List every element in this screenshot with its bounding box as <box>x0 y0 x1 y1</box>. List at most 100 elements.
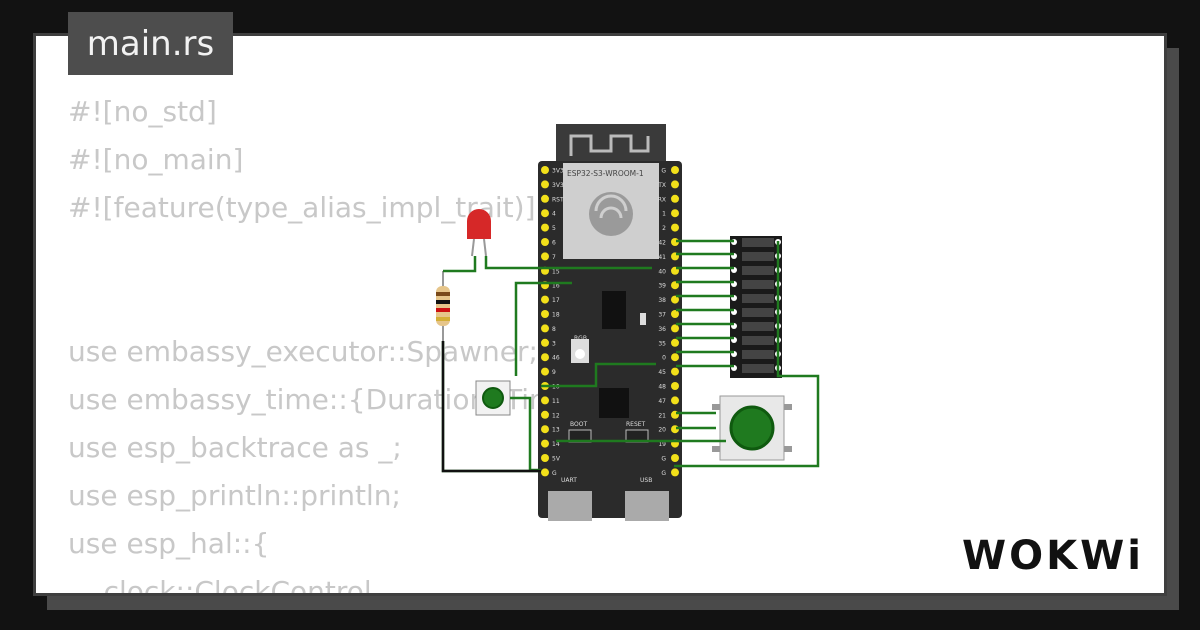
right-pin <box>671 310 679 318</box>
small-button-cap[interactable] <box>482 387 504 409</box>
right-pin <box>671 338 679 347</box>
rgb-label: RGB <box>574 335 587 342</box>
bar-segment <box>742 252 774 261</box>
left-pin <box>541 439 549 448</box>
right-pin <box>671 396 679 405</box>
usb-label: USB <box>640 477 652 484</box>
left-pin-label: 15 <box>552 268 560 275</box>
left-pin-label: 46 <box>552 355 560 362</box>
left-pin <box>541 238 549 246</box>
right-pin <box>671 166 679 174</box>
code-line: use embassy_executor::Spawner; <box>68 335 538 368</box>
left-pin-label: 9 <box>552 369 556 376</box>
wokwi-logo: WOKWi <box>962 533 1144 579</box>
code-line: use esp_println::println; <box>68 479 401 512</box>
bar-segment <box>742 336 774 345</box>
right-pin <box>671 353 679 362</box>
bar-segment <box>742 294 774 303</box>
left-pin-label: 5 <box>552 225 556 232</box>
right-pin-label: G <box>661 168 666 175</box>
right-pin-label: 38 <box>658 297 666 304</box>
uart-port <box>548 491 592 521</box>
left-pin-label: 13 <box>552 427 560 434</box>
code-preview: #![no_std] #![no_main] #![feature(type_ali… <box>68 88 612 596</box>
reset-label: RESET <box>626 421 646 428</box>
left-pin-label: 18 <box>552 312 560 319</box>
left-pin <box>541 194 549 203</box>
right-pin-label: 42 <box>658 240 666 247</box>
left-pin <box>541 410 549 419</box>
circuit-diagram: ESP32-S3-WROOM-1 RGB BOOT RESET UART USB… <box>436 124 820 521</box>
right-pin-label: 48 <box>658 384 666 391</box>
right-pin-label: G <box>661 456 666 463</box>
left-pin-label: 16 <box>552 283 560 290</box>
left-pin <box>541 310 549 318</box>
right-pin-label: 20 <box>658 427 666 434</box>
left-pin <box>541 223 549 232</box>
left-pin <box>541 166 549 174</box>
right-pin-label: 40 <box>658 268 666 275</box>
code-line: use esp_backtrace as _; <box>68 431 402 464</box>
code-line: clock::ClockControl, <box>68 575 381 596</box>
right-pin-label: 41 <box>658 254 666 261</box>
left-pin <box>541 209 549 218</box>
right-pin-label: G <box>661 470 666 477</box>
right-pin-label: 1 <box>662 211 666 218</box>
left-pin-label: 4 <box>552 211 556 218</box>
pushbutton-cap[interactable] <box>729 405 775 451</box>
bar-segment <box>742 364 774 373</box>
espressif-icon <box>589 192 633 236</box>
right-pin-label: 45 <box>658 369 666 376</box>
left-pin-label: 5V <box>552 456 561 463</box>
left-pin <box>541 353 549 362</box>
left-pin-label: 3V3 <box>552 168 564 175</box>
left-pin <box>541 396 549 405</box>
left-pin-label: 11 <box>552 398 560 405</box>
right-pin-label: 37 <box>658 312 666 319</box>
right-pin <box>671 209 679 218</box>
right-pin-label: 2 <box>662 225 666 232</box>
bar-segment <box>742 280 774 289</box>
right-pin <box>671 454 679 462</box>
right-pin-label: 21 <box>658 412 666 419</box>
code-line: #![no_main] <box>68 143 244 176</box>
bar-segment <box>742 238 774 247</box>
right-pin-label: RX <box>658 196 666 203</box>
uart-label: UART <box>561 477 577 484</box>
right-pin <box>671 468 679 477</box>
left-pin-label: 3 <box>552 340 556 347</box>
right-pin-label: TX <box>657 182 666 189</box>
left-pin <box>541 454 549 462</box>
usb-port <box>625 491 669 521</box>
bar-segment <box>742 322 774 331</box>
right-pin <box>671 180 679 189</box>
left-pin <box>541 468 549 477</box>
left-pin <box>541 252 549 261</box>
left-pin-label: 8 <box>552 326 556 333</box>
red-led <box>467 209 491 239</box>
usb-chip <box>602 291 626 329</box>
code-line: #![no_std] <box>68 95 217 128</box>
left-pin <box>541 338 549 347</box>
code-line: #![feature(type_alias_impl_trait)] <box>68 191 536 224</box>
left-pin-label: RST <box>552 196 564 203</box>
file-tab[interactable]: main.rs <box>68 12 233 75</box>
left-pin-label: 3V3 <box>552 182 564 189</box>
module-label: ESP32-S3-WROOM-1 <box>567 169 644 178</box>
right-pin-label: 39 <box>658 283 666 290</box>
left-pin-label: 6 <box>552 240 556 247</box>
right-pin-label: 47 <box>658 398 666 405</box>
right-pin <box>671 223 679 232</box>
left-pin-label: 12 <box>552 412 560 419</box>
left-pin <box>541 180 549 189</box>
left-pin <box>541 367 549 376</box>
right-pin <box>671 367 679 376</box>
boot-label: BOOT <box>570 421 587 428</box>
bar-segment <box>742 308 774 317</box>
code-line: use esp_hal::{ <box>68 527 270 560</box>
right-pin-label: 36 <box>658 326 666 333</box>
right-pin <box>671 194 679 203</box>
left-pin-label: 14 <box>552 441 560 448</box>
right-pin-label: 0 <box>662 355 666 362</box>
right-pin <box>671 324 679 333</box>
